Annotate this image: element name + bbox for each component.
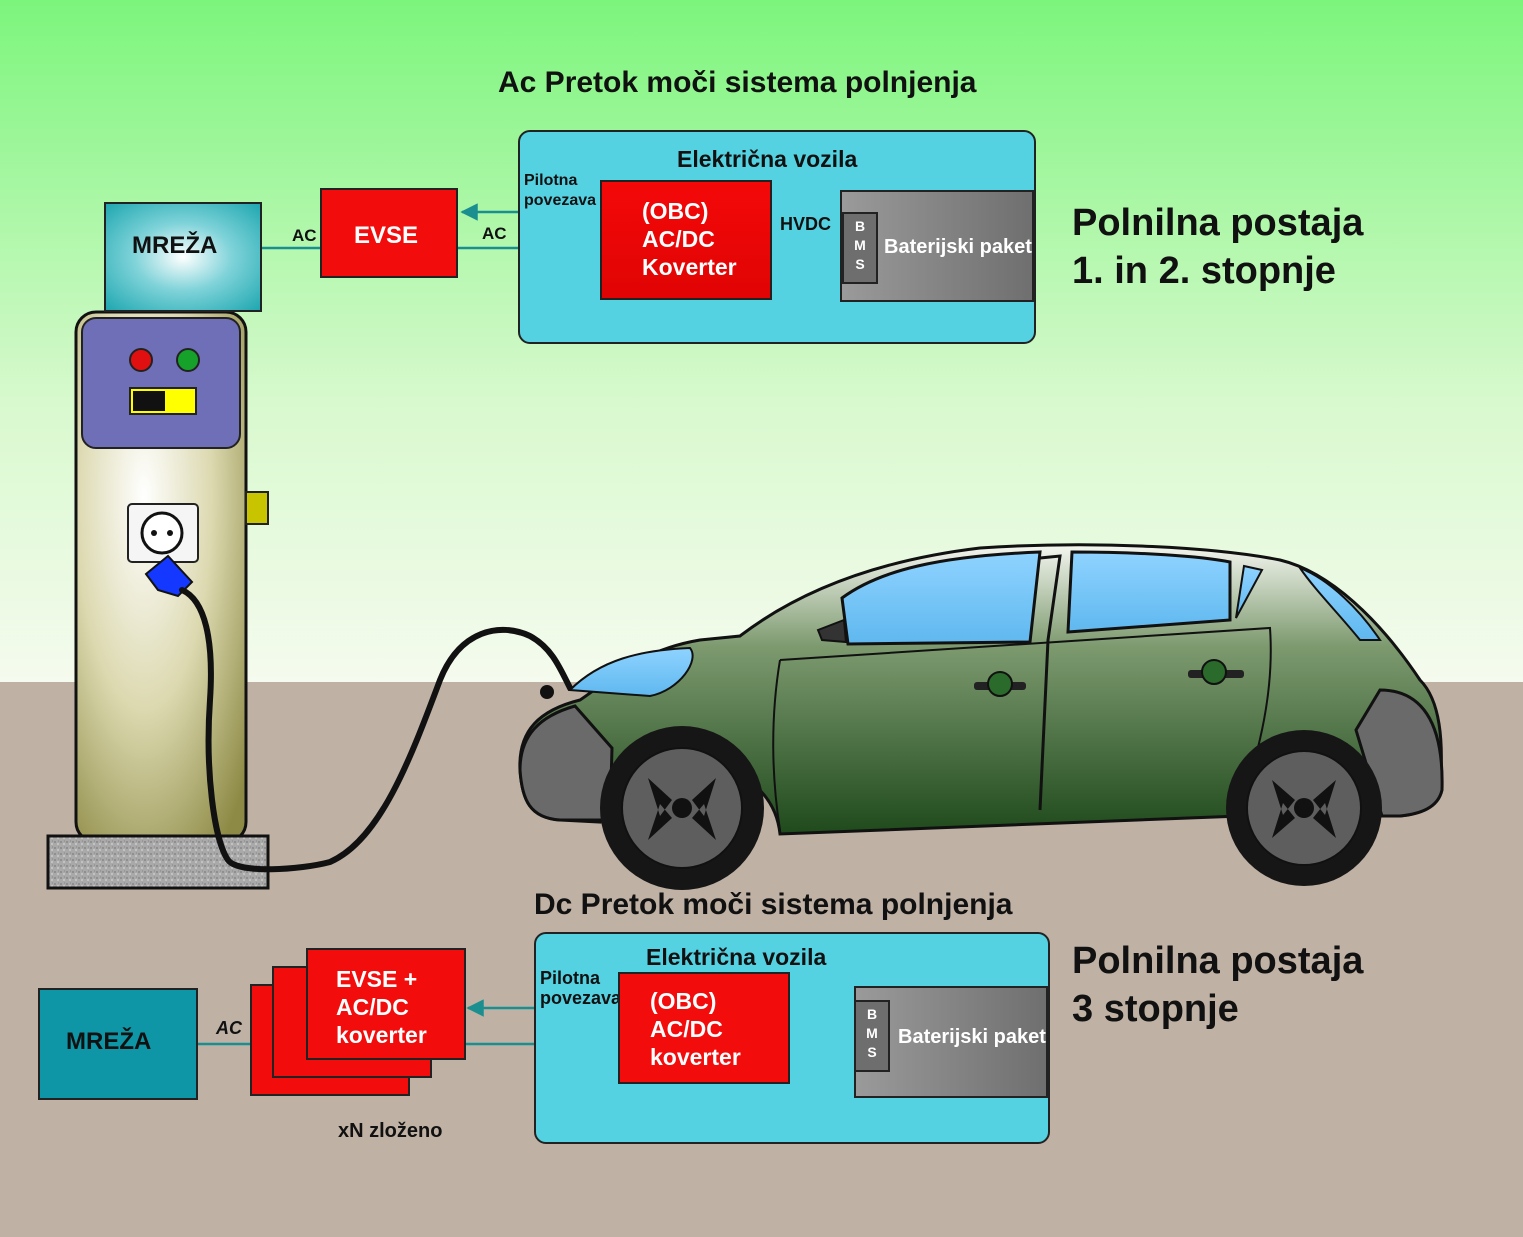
dc-pilot-label-line2: povezava bbox=[540, 988, 622, 1008]
dc-obc-line1: (OBC) bbox=[650, 988, 717, 1014]
dc-bms-letter-m: M bbox=[866, 1025, 878, 1041]
ac-battery-label: Baterijski paket bbox=[884, 236, 1032, 258]
rear-wheel bbox=[1226, 730, 1382, 886]
dc-battery-label: Baterijski paket bbox=[898, 1026, 1046, 1048]
ac-obc-line1: (OBC) bbox=[642, 198, 709, 224]
dc-obc-line3: koverter bbox=[650, 1044, 741, 1070]
ac-label-grid-side: AC bbox=[292, 226, 317, 245]
ac-evse-box: EVSE bbox=[320, 188, 458, 278]
electric-car bbox=[518, 543, 1444, 890]
dc-obc-box: (OBC) AC/DC koverter bbox=[618, 972, 790, 1084]
dc-stacked-label: xN zloženo bbox=[338, 1120, 443, 1142]
dc-grid-box: MREŽA bbox=[38, 988, 198, 1100]
dc-evse-line2: AC/DC bbox=[336, 994, 409, 1020]
ac-label-vehicle-side: AC bbox=[482, 224, 507, 243]
ac-ev-title: Električna vozila bbox=[677, 146, 858, 172]
ac-obc-line2: AC/DC bbox=[642, 226, 715, 252]
ac-grid-box: MREŽA bbox=[104, 202, 262, 312]
dc-station-line1: Polnilna postaja bbox=[1072, 940, 1364, 982]
dc-evse-box: EVSE + AC/DC koverter bbox=[306, 948, 466, 1060]
ac-bms-box: B M S bbox=[842, 212, 878, 284]
dc-station-line2: 3 stopnje bbox=[1072, 988, 1239, 1030]
ac-station-line1: Polnilna postaja bbox=[1072, 202, 1364, 244]
dc-evse-line1: EVSE + bbox=[336, 966, 418, 992]
dc-obc-line2: AC/DC bbox=[650, 1016, 723, 1042]
ac-obc-box: (OBC) AC/DC Koverter bbox=[600, 180, 772, 300]
dc-bms-letter-b: B bbox=[866, 1006, 878, 1022]
ac-section-title: Ac Pretok moči sistema polnjenja bbox=[498, 66, 977, 99]
ac-pilot-label-line2: povezava bbox=[524, 192, 597, 209]
dc-bms-box: B M S bbox=[854, 1000, 890, 1072]
charging-post bbox=[46, 310, 270, 890]
dc-ev-title: Električna vozila bbox=[646, 944, 827, 970]
front-wheel bbox=[600, 726, 764, 890]
dc-evse-line3: koverter bbox=[336, 1022, 427, 1048]
dc-section-title: Dc Pretok moči sistema polnjenja bbox=[534, 888, 1013, 921]
ac-bms-letter-m: M bbox=[854, 237, 866, 253]
ac-obc-line3: Koverter bbox=[642, 254, 737, 280]
dc-pilot-label-line1: Pilotna bbox=[540, 968, 601, 988]
ac-hvdc-label: HVDC bbox=[780, 214, 832, 234]
ac-bms-letter-s: S bbox=[855, 256, 865, 272]
dc-grid-label: MREŽA bbox=[66, 1028, 152, 1055]
dc-bms-letter-s: S bbox=[867, 1044, 877, 1060]
charging-cable bbox=[179, 587, 573, 873]
ac-station-line2: 1. in 2. stopnje bbox=[1072, 250, 1336, 292]
ac-bms-letter-b: B bbox=[854, 218, 866, 234]
ac-grid-label: MREŽA bbox=[132, 232, 218, 259]
ac-evse-label: EVSE bbox=[354, 222, 419, 249]
ac-pilot-label-line1: Pilotna bbox=[524, 172, 578, 189]
dc-ac-label: AC bbox=[216, 1018, 242, 1038]
